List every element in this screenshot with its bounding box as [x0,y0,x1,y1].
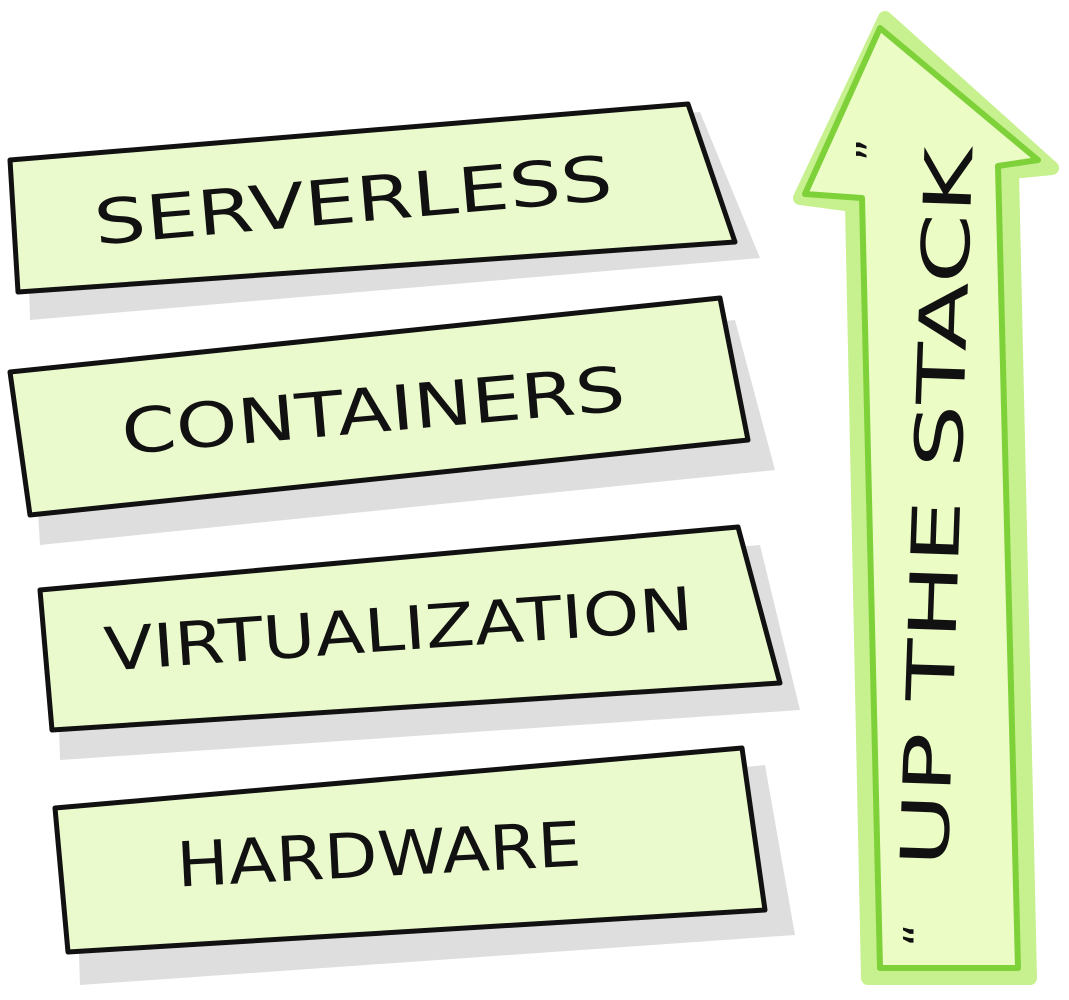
layer-hardware: HARDWARE [52,745,795,985]
layer-hardware-box [52,745,768,955]
layer-virtualization-box [37,524,783,733]
layer-containers-box [7,295,751,518]
layer-serverless: SERVERLESS [7,101,760,320]
up-arrow-open-quote: “ [895,924,946,947]
layer-serverless-box [7,101,738,295]
up-arrow-body [802,25,1041,971]
layer-containers: CONTAINERS [7,295,775,545]
up-arrow: “ UP THE STACK ” [793,11,1059,985]
layer-virtualization: VIRTUALIZATION [37,524,800,760]
up-arrow-close-quote: ” [848,139,899,162]
